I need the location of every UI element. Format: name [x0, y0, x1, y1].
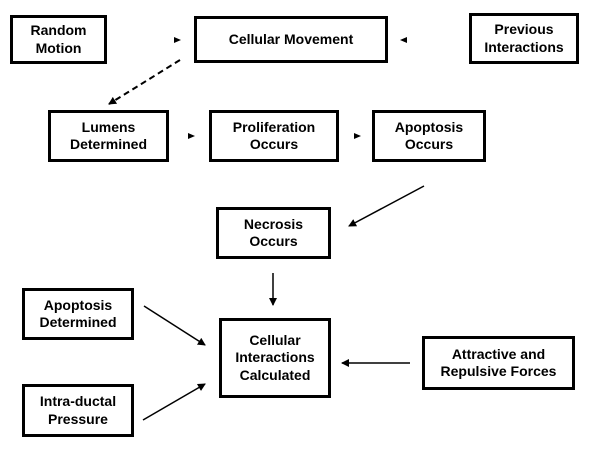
arrow-random-motion-to-cellular-movement [174, 37, 181, 43]
node-cellular-interactions-calculated: Cellular Interactions Calculated [219, 318, 331, 398]
node-necrosis-occurs: Necrosis Occurs [216, 207, 331, 259]
node-attractive-repulsive-forces-label: Attractive and Repulsive Forces [440, 345, 557, 380]
node-lumens-determined-label: Lumens Determined [69, 118, 148, 153]
node-intraductal-pressure: Intra-ductal Pressure [22, 384, 134, 437]
node-cellular-interactions-calculated-label: Cellular Interactions Calculated [235, 331, 315, 383]
node-apoptosis-occurs-label: Apoptosis Occurs [394, 118, 464, 153]
arrow-cellular-movement-to-lumens-determined [108, 59, 181, 105]
node-apoptosis-occurs: Apoptosis Occurs [372, 110, 486, 162]
arrow-lumens-to-proliferation [188, 133, 195, 139]
node-random-motion: Random Motion [10, 15, 107, 64]
node-cellular-movement-label: Cellular Movement [228, 30, 354, 47]
arrow-previous-interactions-to-cellular-movement [400, 37, 407, 43]
node-previous-interactions: Previous Interactions [469, 13, 579, 64]
node-cellular-movement: Cellular Movement [194, 16, 388, 63]
node-intraductal-pressure-label: Intra-ductal Pressure [39, 393, 117, 427]
node-apoptosis-determined-label: Apoptosis Determined [39, 296, 117, 331]
node-necrosis-occurs-label: Necrosis Occurs [243, 215, 304, 250]
node-random-motion-label: Random Motion [30, 22, 87, 56]
arrow-apoptosis-occurs-to-necrosis-occurs [348, 185, 425, 227]
node-previous-interactions-label: Previous Interactions [484, 21, 564, 55]
node-attractive-repulsive-forces: Attractive and Repulsive Forces [422, 336, 575, 390]
node-lumens-determined: Lumens Determined [48, 110, 169, 162]
node-proliferation-occurs: Proliferation Occurs [209, 110, 339, 162]
arrow-proliferation-to-apoptosis [354, 133, 361, 139]
node-apoptosis-determined: Apoptosis Determined [22, 288, 134, 340]
arrow-intraductal-pressure-to-cellular-interactions [142, 383, 206, 421]
arrow-apoptosis-determined-to-cellular-interactions [143, 305, 206, 346]
node-proliferation-occurs-label: Proliferation Occurs [232, 118, 316, 153]
